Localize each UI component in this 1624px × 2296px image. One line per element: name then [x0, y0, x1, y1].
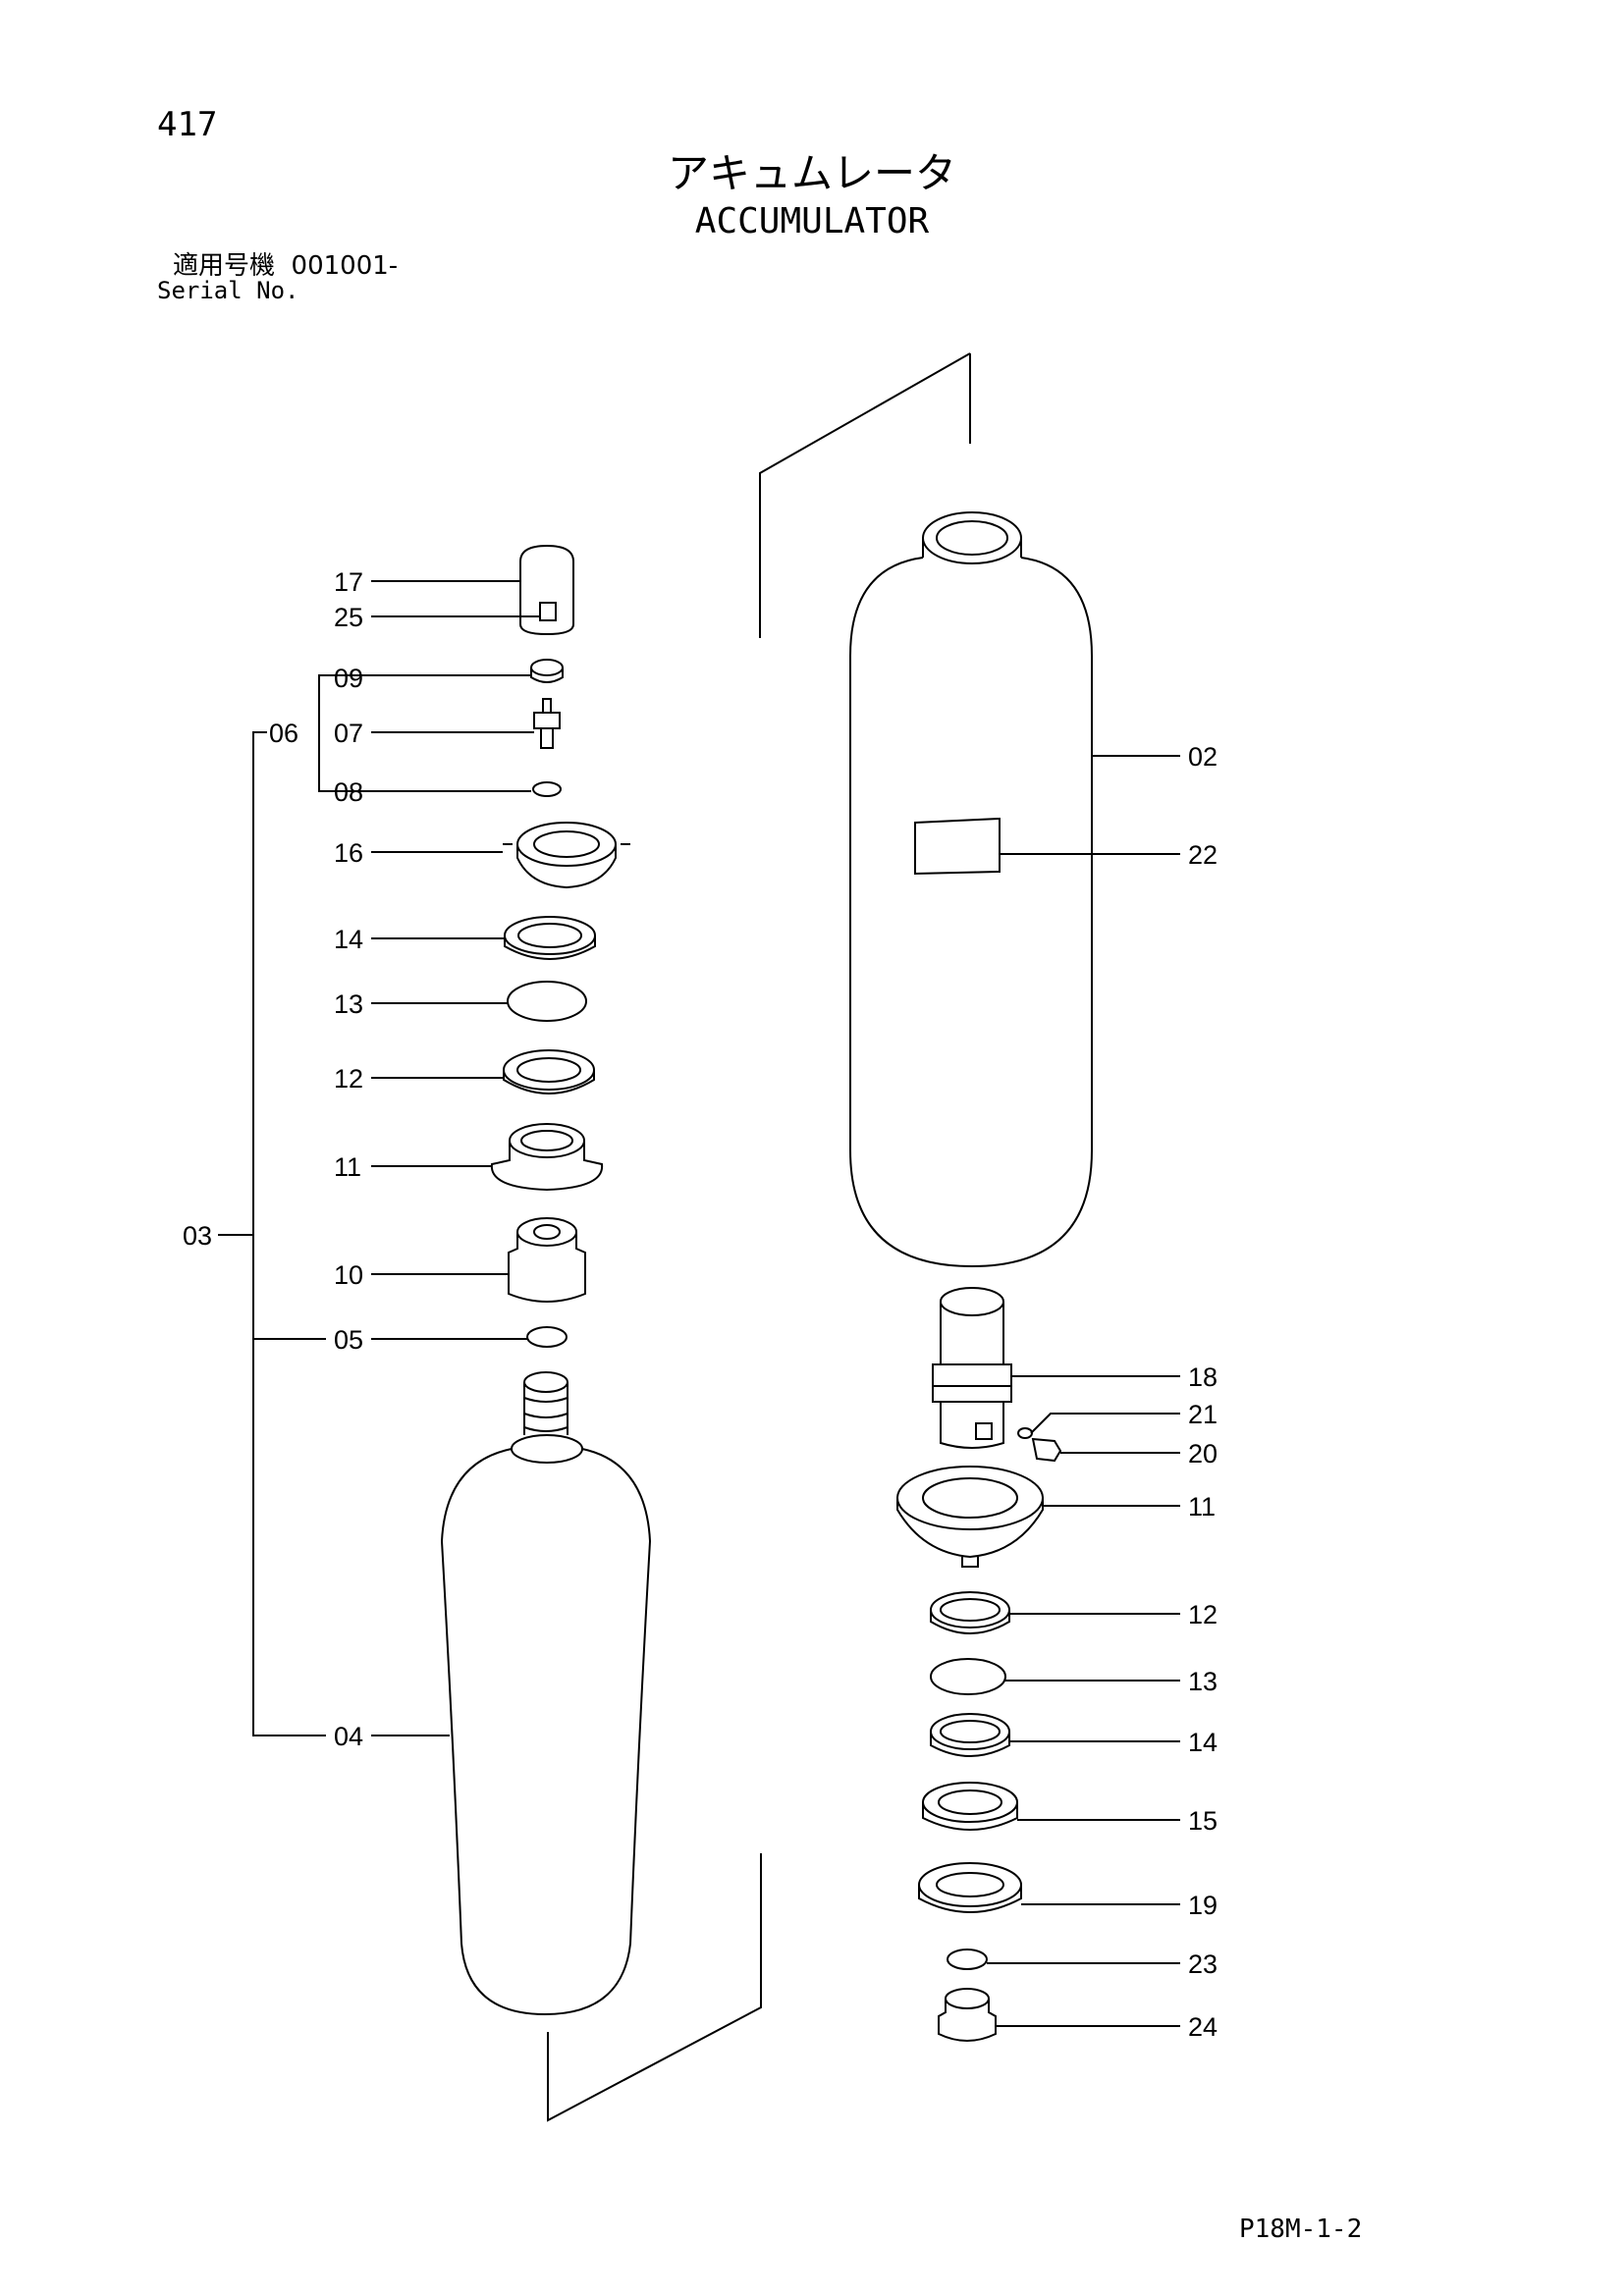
callout-07: 07: [334, 719, 363, 748]
callout-17: 17: [334, 567, 363, 597]
group-callout-labels: 06 03: [183, 719, 298, 1251]
callout-12: 12: [1188, 1600, 1218, 1629]
o-ring-23: [947, 1949, 988, 1970]
o-ring-08: [532, 781, 562, 797]
cap-part-17: [519, 544, 574, 636]
callout-16: 16: [334, 838, 363, 868]
right-callout-labels: 02 22 18 21 20 11 12 13 14 15 19 23 24: [1188, 742, 1218, 2042]
callout-09: 09: [334, 664, 363, 693]
part-14-right: [930, 1713, 1010, 1757]
callout-02: 02: [1188, 742, 1218, 772]
callout-14: 14: [1188, 1728, 1218, 1757]
serial-label-jp: 適用号機: [173, 251, 276, 281]
bladder-04: [440, 1371, 652, 2016]
callout-13: 13: [334, 989, 363, 1019]
bracket-03: [218, 731, 326, 1736]
valve-body-18: [932, 1287, 1012, 1449]
callout-15: 15: [1188, 1806, 1218, 1836]
bracket-06: [318, 674, 531, 792]
part-12-right: [930, 1591, 1010, 1634]
part-14-left: [504, 916, 596, 960]
callout-23: 23: [1188, 1949, 1218, 1979]
shell-part-02: [849, 511, 1093, 1268]
part-16: [503, 822, 630, 889]
part-19: [918, 1862, 1022, 1913]
callout-08: 08: [334, 777, 363, 807]
callout-21: 21: [1188, 1400, 1218, 1429]
page-number: 417: [157, 105, 218, 144]
callout-10: 10: [334, 1260, 363, 1290]
part-10: [508, 1217, 586, 1303]
serial-label-english: Serial No.: [157, 277, 299, 304]
callout-19: 19: [1188, 1891, 1218, 1920]
nut-24: [938, 1988, 997, 2042]
callout-25: 25: [334, 603, 363, 632]
o-ring-05: [526, 1326, 568, 1348]
callout-24: 24: [1188, 2012, 1218, 2042]
callout-22: 22: [1188, 840, 1218, 870]
callout-11: 11: [1188, 1492, 1216, 1522]
callout-03: 03: [183, 1221, 212, 1251]
part-11-left: [490, 1123, 604, 1192]
disc-13-right: [930, 1658, 1006, 1695]
serial-line-japanese: 適用号機 001001-: [173, 253, 398, 279]
serial-value: 001001-: [291, 251, 399, 281]
part-09: [530, 659, 564, 683]
callout-20: 20: [1188, 1439, 1218, 1468]
drawing-code: P18M-1-2: [1239, 2215, 1363, 2244]
o-ring-21: [1017, 1427, 1033, 1439]
plug-20: [1031, 1437, 1062, 1463]
left-callout-labels: 17 25 09 07 08 16 14 13 12 11 10 05 04: [334, 567, 363, 1751]
leader-21: [1030, 1413, 1180, 1434]
callout-13: 13: [1188, 1667, 1218, 1696]
title-japanese: アキュムレータ: [667, 149, 956, 197]
callout-12: 12: [334, 1064, 363, 1094]
part-15: [922, 1782, 1018, 1831]
part-12-left: [503, 1049, 595, 1095]
assembly-guide-top: [759, 352, 971, 638]
callout-06: 06: [269, 719, 298, 748]
callout-04: 04: [334, 1722, 363, 1751]
part-11-right: [896, 1466, 1044, 1568]
callout-11: 11: [334, 1152, 361, 1182]
disc-13-left: [507, 981, 587, 1022]
callout-18: 18: [1188, 1362, 1218, 1392]
title-english: ACCUMULATOR: [694, 201, 930, 241]
callout-05: 05: [334, 1325, 363, 1355]
callout-14: 14: [334, 925, 363, 954]
assembly-guide-bottom: [547, 1853, 762, 2122]
valve-core-07: [533, 698, 561, 749]
